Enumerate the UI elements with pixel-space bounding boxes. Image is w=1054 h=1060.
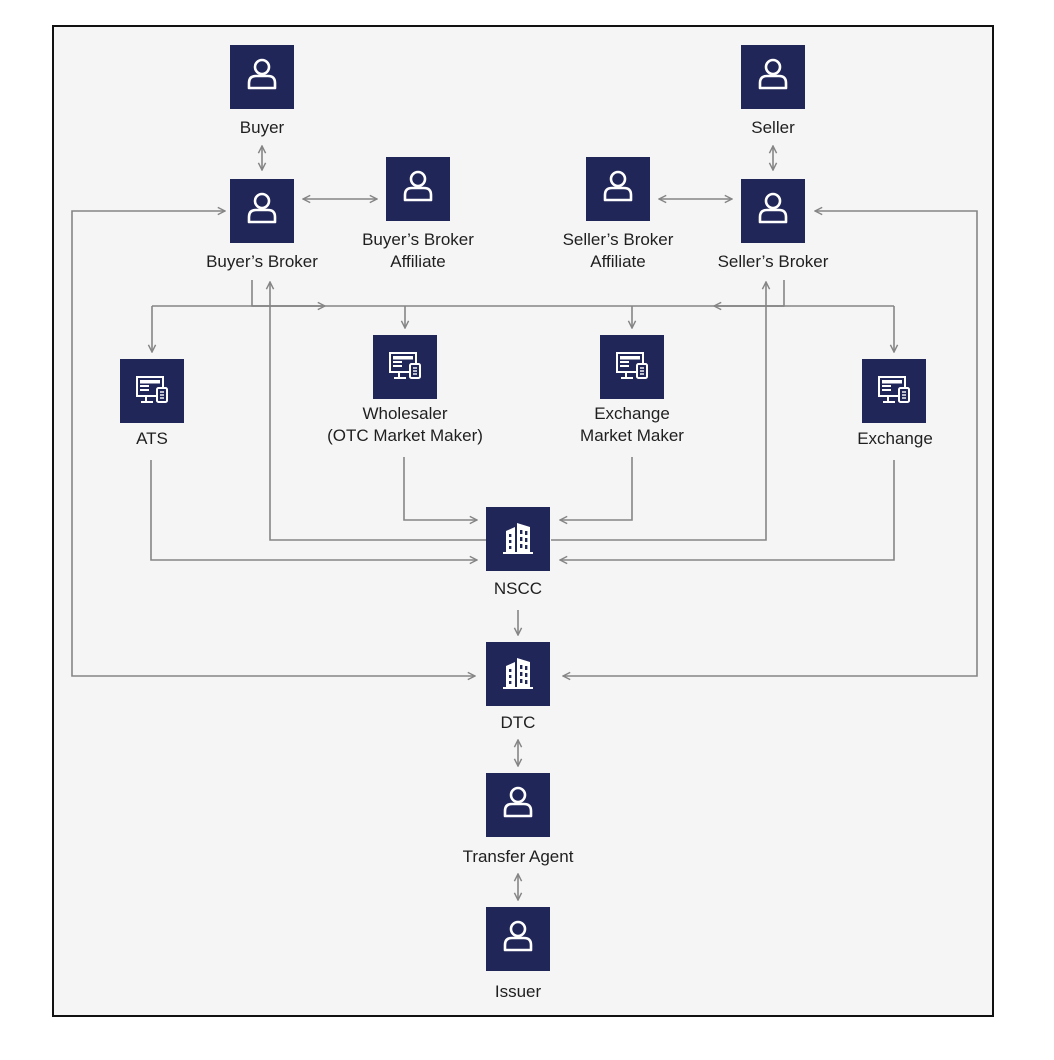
node-exchange-market-maker-label-line1: Exchange (594, 404, 670, 423)
node-buyer: Buyer (230, 45, 294, 137)
node-wholesaler: Wholesaler (OTC Market Maker) (327, 335, 483, 445)
node-ats-label: ATS (136, 429, 168, 448)
connector-wholesaler-to-nscc (403, 457, 477, 520)
node-exchange: Exchange (857, 359, 933, 448)
node-seller-label: Seller (751, 118, 795, 137)
node-sellers-broker-label: Seller’s Broker (718, 252, 829, 271)
connector-buyers-broker-routes (251, 280, 322, 307)
node-transfer-agent: Transfer Agent (463, 773, 574, 866)
node-sellers-broker: Seller’s Broker (718, 179, 829, 271)
connector-nscc-to-sellers-broker (551, 282, 766, 541)
node-sellers-broker-affiliate-label-line2: Affiliate (590, 252, 645, 271)
connector-exchange-to-nscc (560, 460, 895, 560)
node-exchange-market-maker-label-line2: Market Maker (580, 426, 684, 445)
node-exchange-label: Exchange (857, 429, 933, 448)
connectors (71, 146, 978, 900)
node-issuer: Issuer (486, 907, 550, 1001)
node-dtc: DTC (486, 642, 550, 732)
node-exchange-box (862, 359, 926, 423)
node-ats-box (120, 359, 184, 423)
node-buyers-broker: Buyer’s Broker (206, 179, 318, 271)
node-transfer-agent-label: Transfer Agent (463, 847, 574, 866)
node-wholesaler-label-line1: Wholesaler (362, 404, 447, 423)
connector-sellers-broker-routes (717, 280, 785, 307)
node-buyers-broker-affiliate: Buyer’s Broker Affiliate (362, 157, 474, 271)
node-sellers-broker-affiliate-label-line1: Seller’s Broker (563, 230, 674, 249)
connector-buyers-broker-to-dtc (71, 211, 475, 676)
connector-exchange-mm-to-nscc (560, 457, 633, 520)
node-dtc-label: DTC (501, 713, 536, 732)
node-nscc-label: NSCC (494, 579, 542, 598)
node-sellers-broker-affiliate: Seller’s Broker Affiliate (563, 157, 674, 271)
connector-nscc-to-buyers-broker (270, 282, 486, 541)
node-issuer-label: Issuer (495, 982, 542, 1001)
node-exchange-market-maker: Exchange Market Maker (580, 335, 684, 445)
node-buyers-broker-label: Buyer’s Broker (206, 252, 318, 271)
node-buyers-broker-affiliate-label-line2: Affiliate (390, 252, 445, 271)
node-nscc: NSCC (486, 507, 550, 598)
node-buyers-broker-affiliate-label-line1: Buyer’s Broker (362, 230, 474, 249)
node-wholesaler-box (373, 335, 437, 399)
connector-sellers-broker-to-dtc (563, 211, 978, 676)
node-buyer-label: Buyer (240, 118, 285, 137)
node-exchange-market-maker-box (600, 335, 664, 399)
node-wholesaler-label-line2: (OTC Market Maker) (327, 426, 483, 445)
node-seller: Seller (741, 45, 805, 137)
connector-ats-to-nscc (150, 460, 477, 560)
node-ats: ATS (120, 359, 184, 448)
